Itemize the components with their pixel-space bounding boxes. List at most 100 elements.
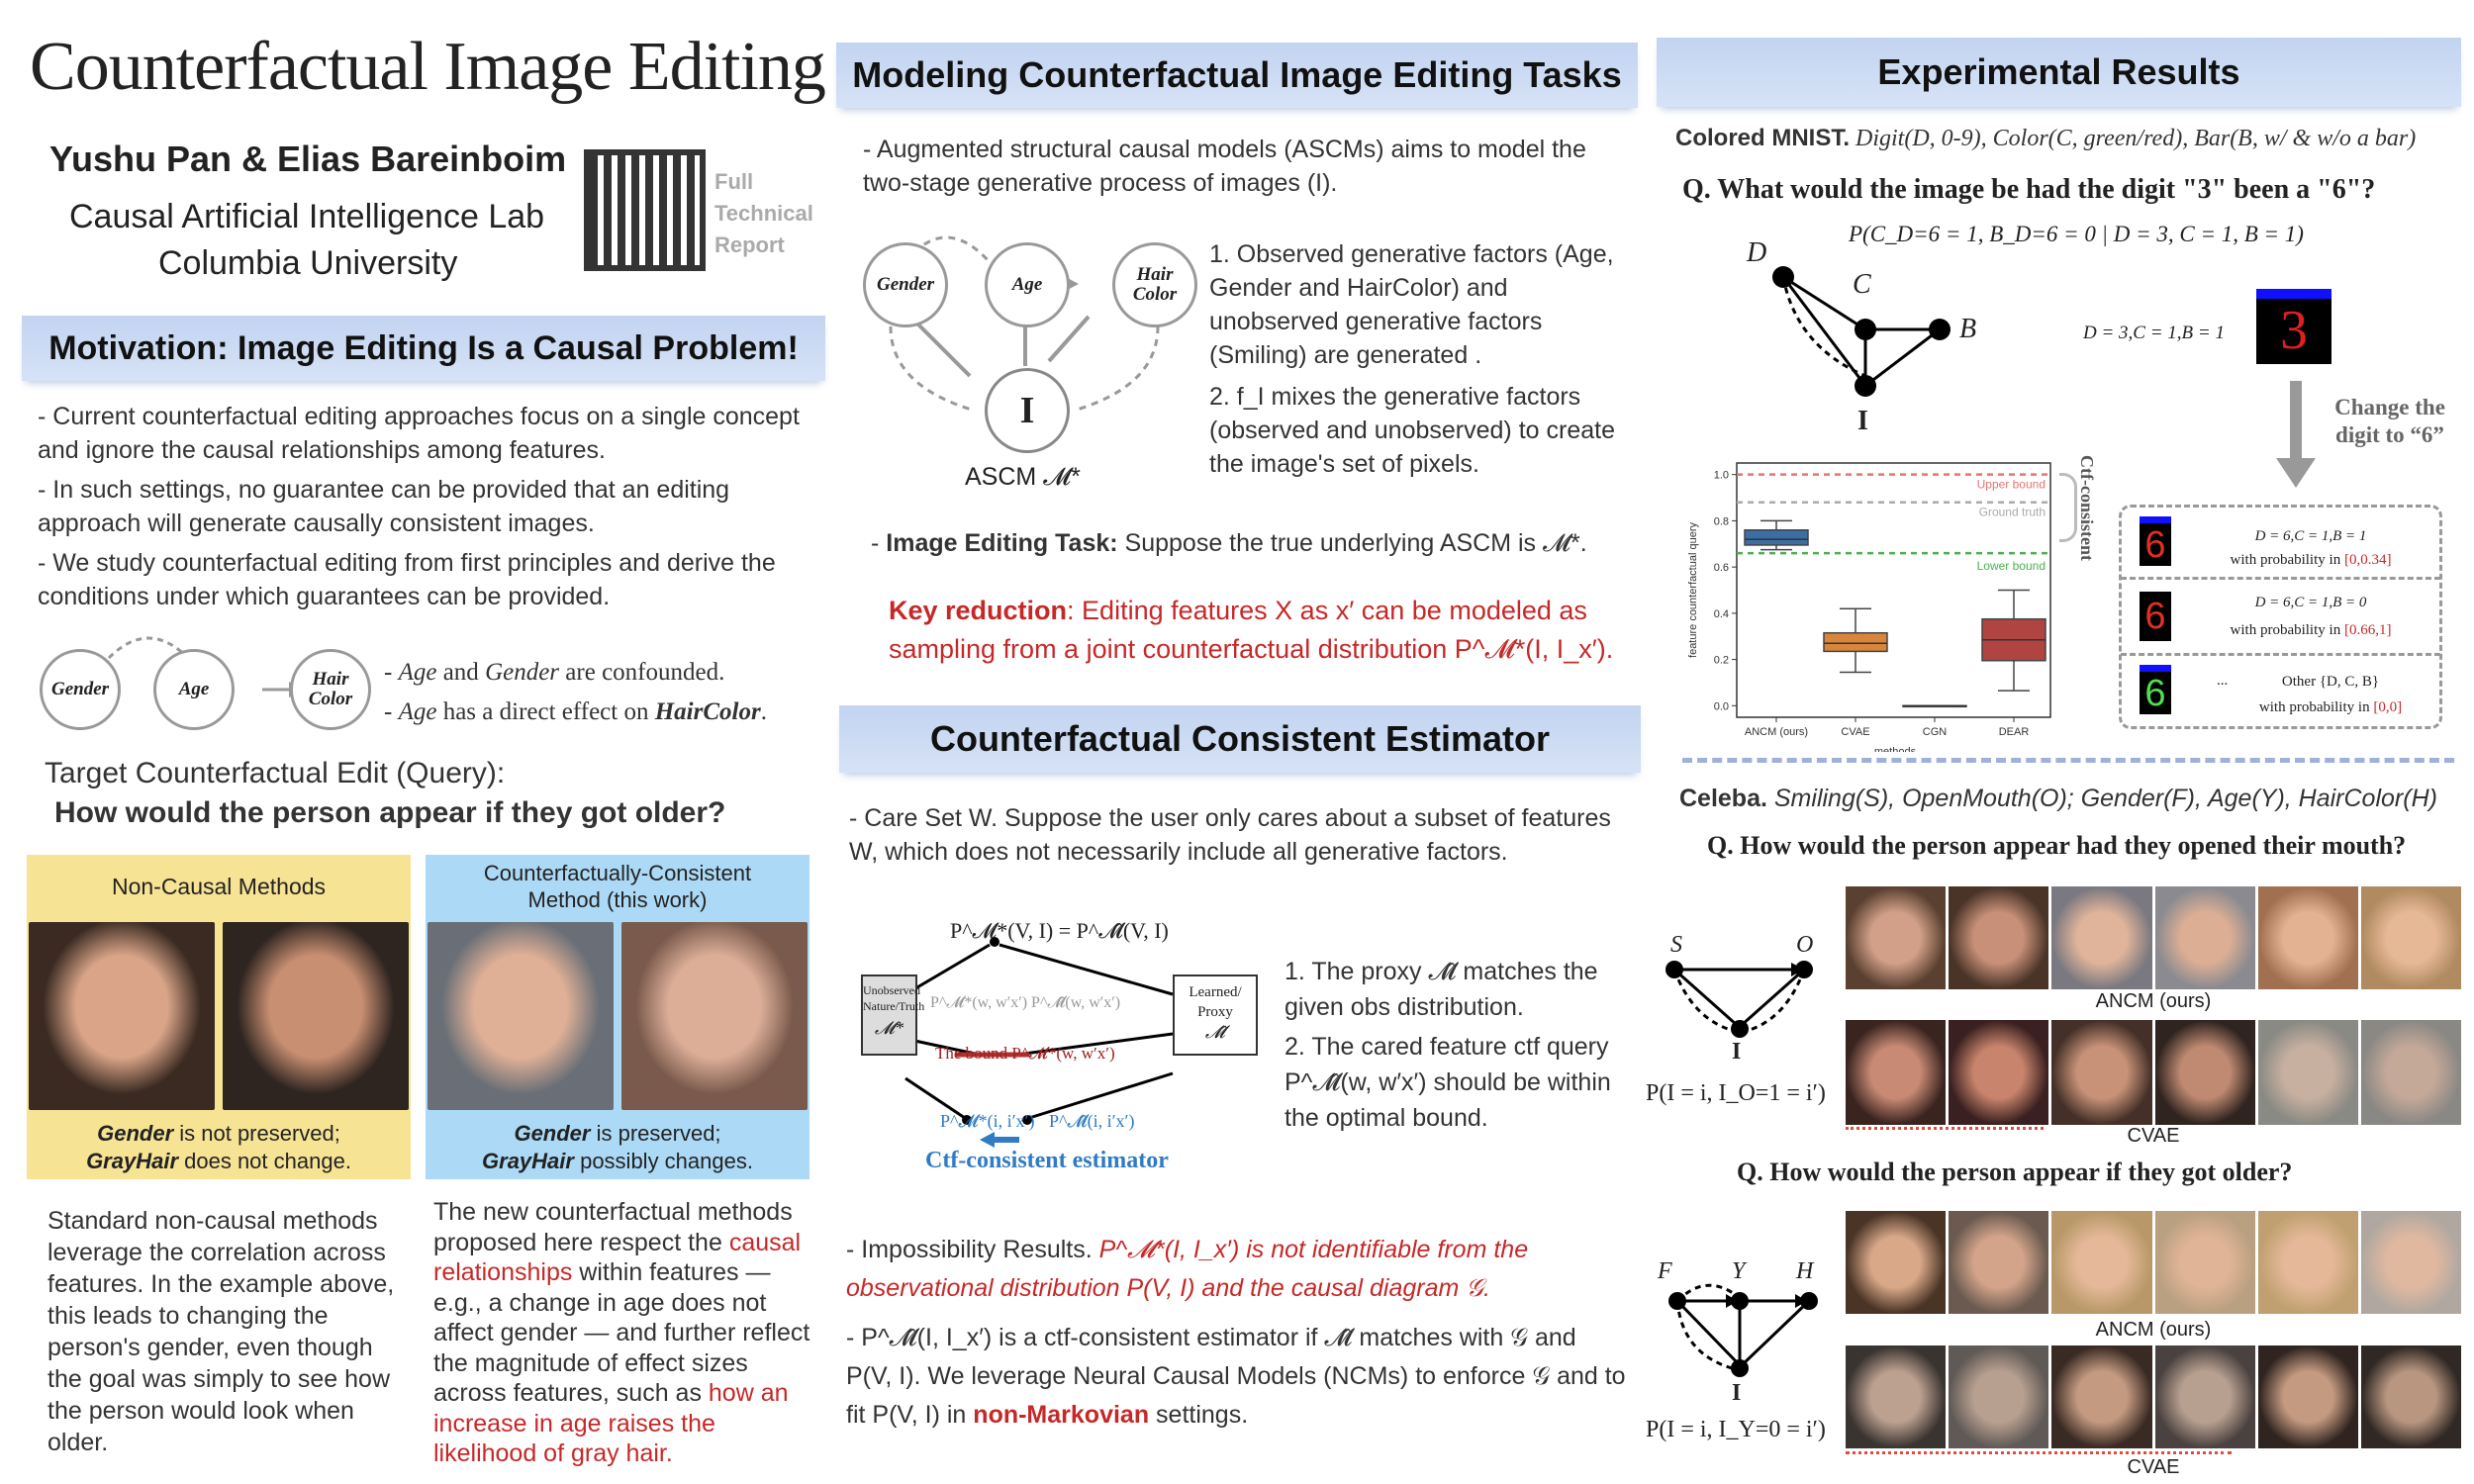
face-photo (2360, 1020, 2462, 1125)
authors: Yushu Pan & Elias Bareinboim (49, 139, 567, 179)
node-o: O (1796, 932, 1814, 958)
node-c: C (1853, 269, 1871, 300)
face-photo (1949, 1020, 2049, 1125)
node-f: F (1658, 1258, 1672, 1284)
x-axis-label: methods (1874, 746, 1917, 752)
x-tick-label: CVAE (1841, 726, 1869, 738)
mnist-graph (1772, 266, 1951, 397)
digit-6-green-bar: 6 (2140, 665, 2171, 714)
node-gender: Gender (40, 649, 121, 730)
face-photo (1846, 886, 1947, 989)
poster-title: Counterfactual Image Editing (30, 29, 826, 105)
ascm-label: ASCM 𝓜* (965, 463, 1081, 491)
y-tick-label: 0.0 (1714, 700, 1729, 712)
ancm-label: ANCM (ours) (2095, 990, 2212, 1012)
cvae-age-row (1846, 1345, 2462, 1448)
face-photo (1846, 1020, 1947, 1125)
face-photo-edited (621, 922, 808, 1110)
outcome-3: Other {D, C, B}with probability in [0,0] (2258, 674, 2403, 715)
estimator-left-formula: P^𝓜*(i, i′x′) (940, 1111, 1035, 1131)
list-item: 1. The proxy 𝓜̂ matches the given obs di… (1285, 958, 1598, 1021)
x-tick-label: ANCM (ours) (1745, 726, 1808, 738)
image-editing-task: - Image Editing Task: Suppose the true u… (871, 529, 1587, 557)
reference-line-label: Ground truth (1979, 506, 2046, 519)
face-photo (2257, 1345, 2358, 1448)
face-photo (1949, 886, 2049, 989)
y-tick-label: 0.2 (1714, 655, 1729, 667)
ancm-mouth-row (1846, 886, 2462, 989)
ascm-list: 1. Observed generative factors (Age, Gen… (1209, 237, 1630, 481)
face-photo (1949, 1211, 2049, 1314)
brace-icon (2059, 473, 2077, 542)
list-item: 2. f_I mixes the generative factors (obs… (1209, 383, 1615, 478)
qr-label: Full (714, 169, 754, 194)
face-photo (2360, 1345, 2462, 1448)
face-photo-edited (223, 922, 409, 1110)
bullet: - We study counterfactual editing from f… (38, 549, 776, 610)
qr-code[interactable] (580, 145, 710, 275)
node-hair-color: Hair Color (1112, 242, 1197, 327)
care-set-text: - Care Set W. Suppose the user only care… (849, 804, 1611, 866)
impossibility-results: - Impossibility Results. P^𝓜*(I, I_x′) i… (846, 1236, 1529, 1302)
y-tick-label: 0.4 (1714, 608, 1729, 620)
lab-name: Causal Artificial Intelligence Lab (69, 198, 545, 235)
celeba-description: Celeba. Smiling(S), OpenMouth(O); Gender… (1679, 785, 2437, 812)
qr-label: Technical (714, 201, 813, 226)
digit-6-red-bar: 6 (2140, 516, 2171, 566)
face-photo (2154, 1211, 2255, 1314)
box (1744, 529, 1809, 546)
face-photo (2154, 1345, 2255, 1448)
node-h: H (1796, 1258, 1814, 1284)
plot-frame (1736, 462, 2051, 718)
query-label: Target Counterfactual Edit (Query): (45, 757, 506, 789)
bound-label: The bound P^𝓜*(w, w′x′) (935, 1044, 1115, 1063)
celeba-question-mouth: Q. How would the person appear had they … (1707, 831, 2407, 860)
face-photo (2257, 1020, 2358, 1125)
mnist-question: Q. What would the image be had the digit… (1682, 174, 2376, 205)
bullet: - In such settings, no guarantee can be … (38, 476, 730, 537)
estimator-list: 1. The proxy 𝓜̂ matches the given obs di… (1285, 954, 1626, 1136)
age-graph (1668, 1283, 1818, 1377)
node-hair-color: Hair Color (290, 649, 371, 730)
noncausal-description: Standard non-causal methods leverage the… (48, 1207, 395, 1456)
mouth-query-formula: P(I = i, I_O=1 = i′) (1646, 1080, 1826, 1106)
digit-3-image: 3 (2256, 289, 2331, 364)
x-tick-label: CGN (1923, 726, 1948, 738)
change-digit-label: Change the digit to “6” (2334, 395, 2445, 447)
given-values: D = 3,C = 1,B = 1 (2083, 323, 2225, 343)
reference-line-label: Upper bound (1977, 478, 2046, 492)
node-i: I (1732, 1380, 1742, 1406)
node-b: B (1959, 314, 1977, 344)
consistent-estimator-text: - P^𝓜̂(I, I_x′) is a ctf-consistent esti… (846, 1324, 1626, 1429)
qr-label: Report (714, 232, 785, 257)
node-gender: Gender (863, 242, 948, 327)
list-item: 2. The cared feature ctf query P^𝓜̂(w, w… (1285, 1033, 1611, 1132)
y-tick-label: 1.0 (1714, 470, 1729, 482)
causal-description: The new counterfactual methods proposed … (433, 1198, 810, 1467)
y-axis-label: feature counterfactual query (1687, 522, 1699, 658)
face-photo (2051, 1345, 2152, 1448)
section-divider (1682, 758, 2454, 763)
note-direct-effect: - Age has a direct effect on HairColor. (384, 698, 767, 725)
face-photo (2360, 886, 2462, 989)
causal-caption: Gender is preserved;GrayHair possibly ch… (482, 1121, 753, 1173)
face-photo-original (428, 922, 614, 1110)
ancm-age-row (1846, 1211, 2462, 1314)
node-i: I (1732, 1039, 1742, 1065)
results-header: Experimental Results (1657, 38, 2461, 107)
face-photo (1846, 1345, 1947, 1448)
mnist-description: Colored MNIST. Digit(D, 0-9), Color(C, g… (1675, 125, 2417, 151)
x-tick-label: DEAR (1999, 726, 2030, 738)
face-photo (2051, 1020, 2152, 1125)
mouth-graph (1665, 961, 1813, 1038)
cvae-label: CVAE (2127, 1456, 2180, 1478)
ascm-bullet: - Augmented structural causal models (AS… (863, 136, 1586, 197)
face-photo (2360, 1211, 2462, 1314)
face-photo-original (29, 922, 215, 1110)
university: Columbia University (158, 244, 458, 282)
reference-line-label: Lower bound (1977, 559, 2046, 573)
